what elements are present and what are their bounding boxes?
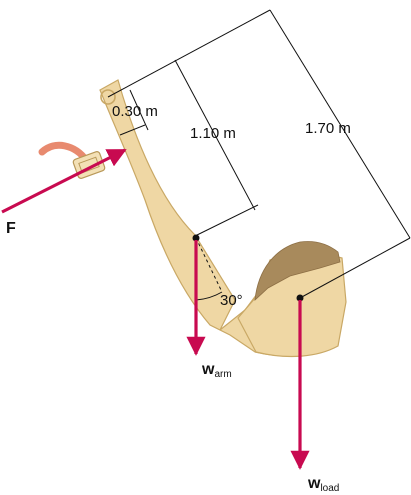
label-w-load-sub: load	[320, 483, 339, 494]
force-arrow	[1, 148, 127, 214]
load-cg-point	[296, 294, 304, 302]
label-110m: 1.10 m	[190, 125, 236, 142]
label-angle: 30°	[220, 292, 243, 309]
label-w-arm-main: w	[201, 361, 215, 378]
arm-cg-point	[192, 234, 200, 242]
dirt-pile	[254, 241, 341, 302]
label-w-arm: warm	[201, 361, 232, 380]
label-w-arm-sub: arm	[214, 369, 231, 380]
label-170m: 1.70 m	[305, 120, 351, 137]
label-w-load-main: w	[307, 475, 321, 492]
label-force: F	[6, 220, 16, 237]
dimension-lines	[107, 9, 411, 301]
pivot-circle-icon	[100, 89, 116, 105]
label-030m: 0.30 m	[112, 103, 158, 120]
label-w-load: wload	[307, 475, 339, 494]
